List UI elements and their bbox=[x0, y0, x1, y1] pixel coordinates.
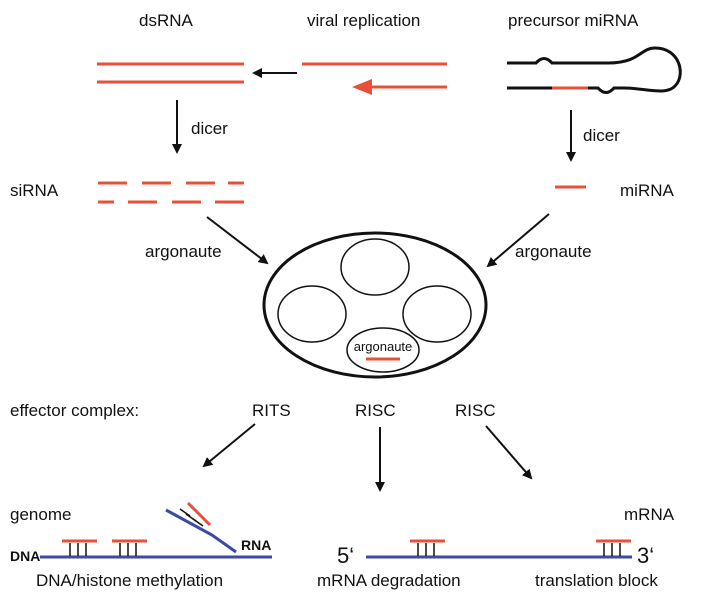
sirna-label: siRNA bbox=[10, 181, 59, 200]
arrow-argonaute-right bbox=[486, 213, 550, 268]
precursor-mirna-hairpin bbox=[507, 46, 682, 94]
arrow-risc-2 bbox=[485, 425, 533, 480]
mrna-label: mRNA bbox=[624, 505, 675, 524]
genome-label: genome bbox=[10, 505, 71, 524]
dna-methylation-label: DNA/histone methylation bbox=[36, 571, 223, 590]
argonaute-right-label: argonaute bbox=[515, 242, 592, 261]
arrow-argonaute-left bbox=[206, 216, 269, 265]
sirna-bound-dna-2 bbox=[112, 539, 147, 556]
sirna-bound-dna-1 bbox=[62, 539, 97, 556]
argonaute-subunit bbox=[346, 327, 420, 373]
dicer-left-label: dicer bbox=[191, 119, 228, 138]
dsrna-label: dsRNA bbox=[139, 11, 194, 30]
risc-label-2: RISC bbox=[455, 401, 496, 420]
mirna-bound-mrna-1 bbox=[410, 539, 445, 556]
replication-arrowhead bbox=[352, 79, 372, 95]
five-prime-label: 5‘ bbox=[337, 543, 354, 568]
argonaute-inner-label: argonaute bbox=[354, 339, 413, 354]
rits-label: RITS bbox=[252, 401, 291, 420]
nascent-rna bbox=[165, 501, 237, 554]
effector-complex-label: effector complex: bbox=[10, 401, 139, 420]
viral-replication-label: viral replication bbox=[307, 11, 420, 30]
sirna-fragments bbox=[98, 181, 244, 204]
rna-label: RNA bbox=[241, 537, 271, 553]
risc-label-1: RISC bbox=[355, 401, 396, 420]
precursor-mirna-label: precursor miRNA bbox=[508, 11, 639, 30]
dsrna-duplex bbox=[97, 62, 244, 84]
three-prime-label: 3‘ bbox=[637, 543, 654, 568]
dna-label: DNA bbox=[10, 548, 40, 564]
viral-replication-strands bbox=[302, 62, 447, 95]
mirna-bound-mrna-2 bbox=[596, 539, 631, 556]
effector-complex: argonaute bbox=[262, 231, 488, 379]
arrow-rits bbox=[202, 423, 256, 468]
translation-block-label: translation block bbox=[535, 571, 658, 590]
dicer-right-label: dicer bbox=[583, 126, 620, 145]
mirna-label: miRNA bbox=[620, 181, 674, 200]
argonaute-left-label: argonaute bbox=[145, 242, 222, 261]
mrna-degradation-label: mRNA degradation bbox=[317, 571, 461, 590]
